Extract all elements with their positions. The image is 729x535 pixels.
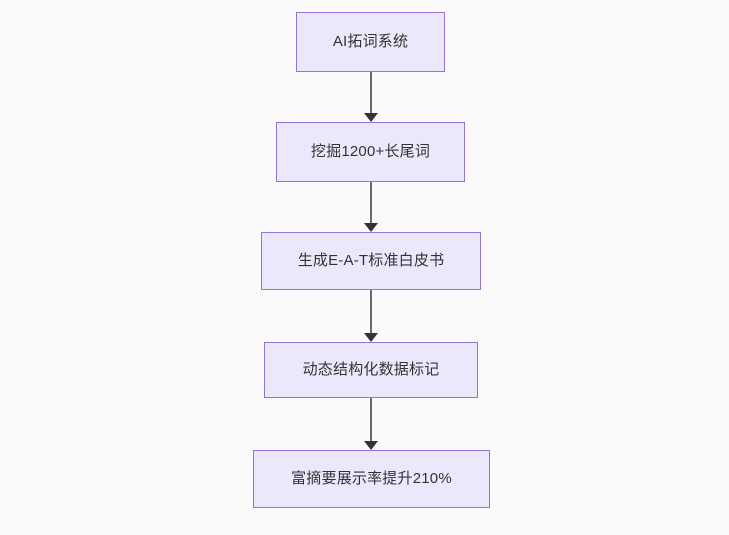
edge-line bbox=[370, 72, 372, 113]
flowchart-node-5[interactable]: 富摘要展示率提升210% bbox=[253, 450, 490, 508]
edge-line bbox=[370, 398, 372, 441]
edge-line bbox=[370, 182, 372, 223]
flowchart-edge-1-2 bbox=[361, 72, 381, 122]
flowchart-node-3[interactable]: 生成E-A-T标准白皮书 bbox=[261, 232, 481, 290]
flowchart-node-1-label: AI拓词系统 bbox=[332, 33, 409, 50]
arrow-down-icon bbox=[364, 441, 378, 450]
flowchart-edge-3-4 bbox=[361, 290, 381, 342]
flowchart-edge-4-5 bbox=[361, 398, 381, 450]
arrow-down-icon bbox=[364, 333, 378, 342]
arrow-down-icon bbox=[364, 223, 378, 232]
edge-line bbox=[370, 290, 372, 333]
arrow-down-icon bbox=[364, 113, 378, 122]
flowchart-node-2[interactable]: 挖掘1200+长尾词 bbox=[276, 122, 465, 182]
flowchart-node-5-label: 富摘要展示率提升210% bbox=[291, 470, 452, 487]
flowchart-node-3-label: 生成E-A-T标准白皮书 bbox=[297, 252, 445, 269]
flowchart-node-1[interactable]: AI拓词系统 bbox=[296, 12, 445, 72]
flowchart-node-2-label: 挖掘1200+长尾词 bbox=[310, 143, 431, 160]
flowchart-edge-2-3 bbox=[361, 182, 381, 232]
flowchart-node-4-label: 动态结构化数据标记 bbox=[302, 361, 440, 378]
flowchart-node-4[interactable]: 动态结构化数据标记 bbox=[264, 342, 478, 398]
